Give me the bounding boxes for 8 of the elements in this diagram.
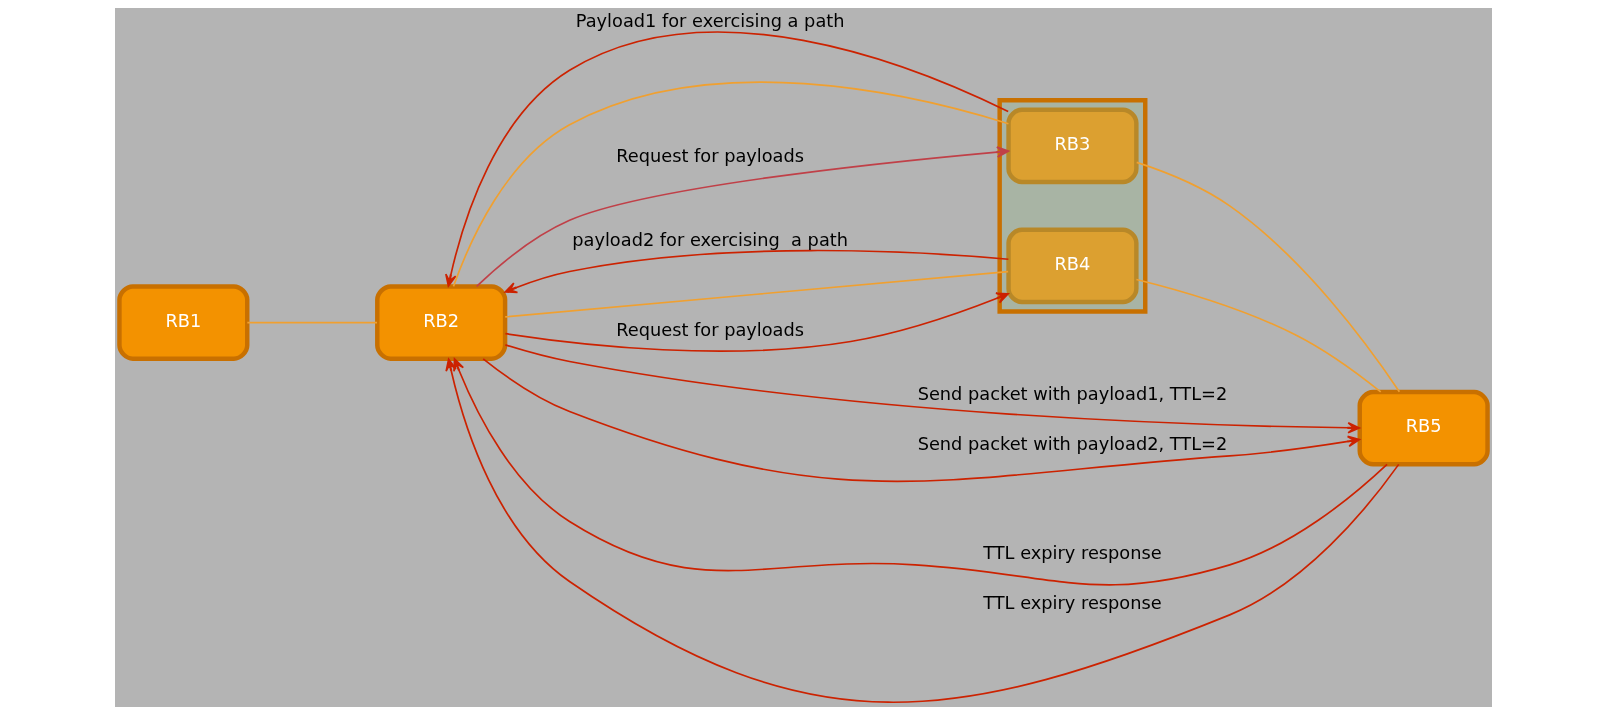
edge-label: Request for payloads — [615, 318, 804, 340]
edge-label: payload2 for exercising a path — [571, 228, 848, 250]
edge-label: TTL expiry response — [982, 542, 1162, 564]
edge-label: Request for payloads — [615, 145, 804, 167]
edge-label: Payload1 for exercising a path — [575, 9, 845, 31]
edge-label: Send packet with payload1, TTL=2 — [917, 383, 1227, 405]
edge-label: TTL expiry response — [982, 592, 1162, 614]
edge-label: Send packet with payload2, TTL=2 — [917, 433, 1227, 455]
